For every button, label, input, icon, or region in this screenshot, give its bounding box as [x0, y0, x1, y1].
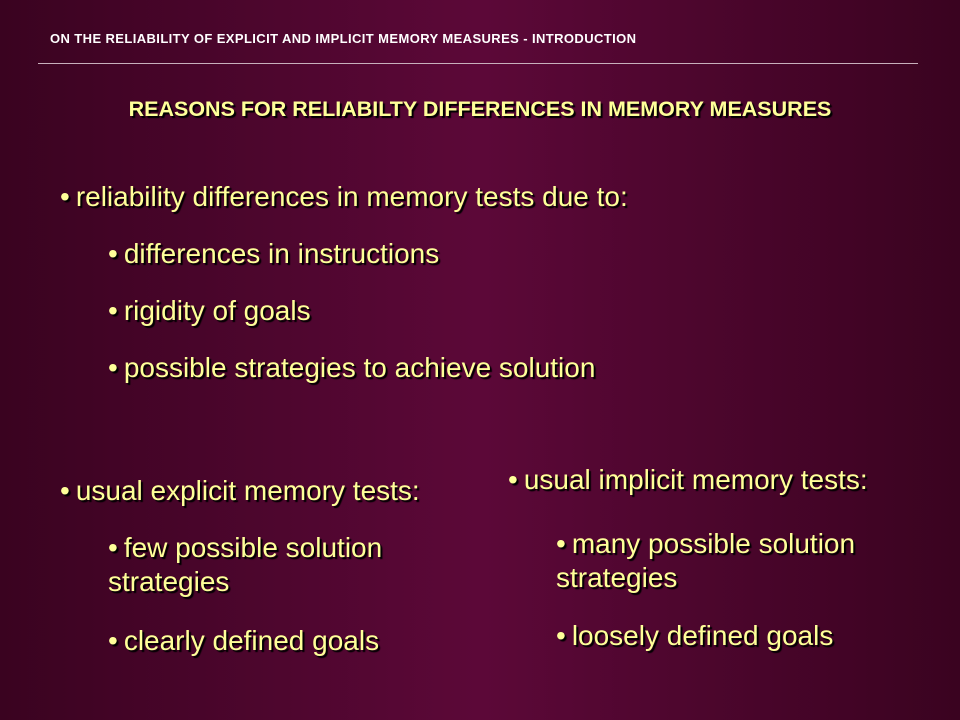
bullet-dot: •: [508, 464, 518, 495]
bullet-dot: •: [108, 625, 118, 656]
bullet-text: many possible solution strategies: [556, 528, 856, 593]
bullet-dot: •: [108, 295, 118, 326]
bullet-text: rigidity of goals: [123, 295, 311, 326]
bullet-text: differences in instructions: [123, 238, 440, 269]
bullet-text: loosely defined goals: [571, 620, 834, 651]
bullet-implicit-item: •many possible solution strategies: [556, 527, 936, 595]
bullet-dot: •: [60, 181, 70, 212]
bullet-dot: •: [556, 528, 566, 559]
bullet-implicit-main: •usual implicit memory tests:: [508, 463, 868, 497]
bullet-dot: •: [108, 352, 118, 383]
bullet-text: usual explicit memory tests:: [75, 475, 420, 506]
slide-header: ON THE RELIABILITY OF EXPLICIT AND IMPLI…: [50, 31, 637, 46]
bullet-explicit-item: •clearly defined goals: [108, 624, 379, 658]
bullet-dot: •: [60, 475, 70, 506]
bullet-reliability-item: •differences in instructions: [108, 237, 439, 271]
bullet-dot: •: [108, 532, 118, 563]
slide-title: REASONS FOR RELIABILTY DIFFERENCES IN ME…: [128, 97, 832, 121]
bullet-explicit-main: •usual explicit memory tests:: [60, 474, 420, 508]
header-divider: [38, 63, 918, 64]
bullet-text: reliability differences in memory tests …: [75, 181, 628, 212]
bullet-explicit-item: •few possible solution strategies: [108, 531, 468, 599]
bullet-text: few possible solution strategies: [108, 532, 383, 597]
bullet-reliability-item: •rigidity of goals: [108, 294, 311, 328]
bullet-dot: •: [108, 238, 118, 269]
bullet-text: possible strategies to achieve solution: [123, 352, 596, 383]
bullet-dot: •: [556, 620, 566, 651]
bullet-text: clearly defined goals: [123, 625, 380, 656]
bullet-reliability-item: •possible strategies to achieve solution: [108, 351, 595, 385]
bullet-implicit-item: •loosely defined goals: [556, 619, 833, 653]
bullet-reliability-main: •reliability differences in memory tests…: [60, 180, 628, 214]
bullet-text: usual implicit memory tests:: [523, 464, 868, 495]
